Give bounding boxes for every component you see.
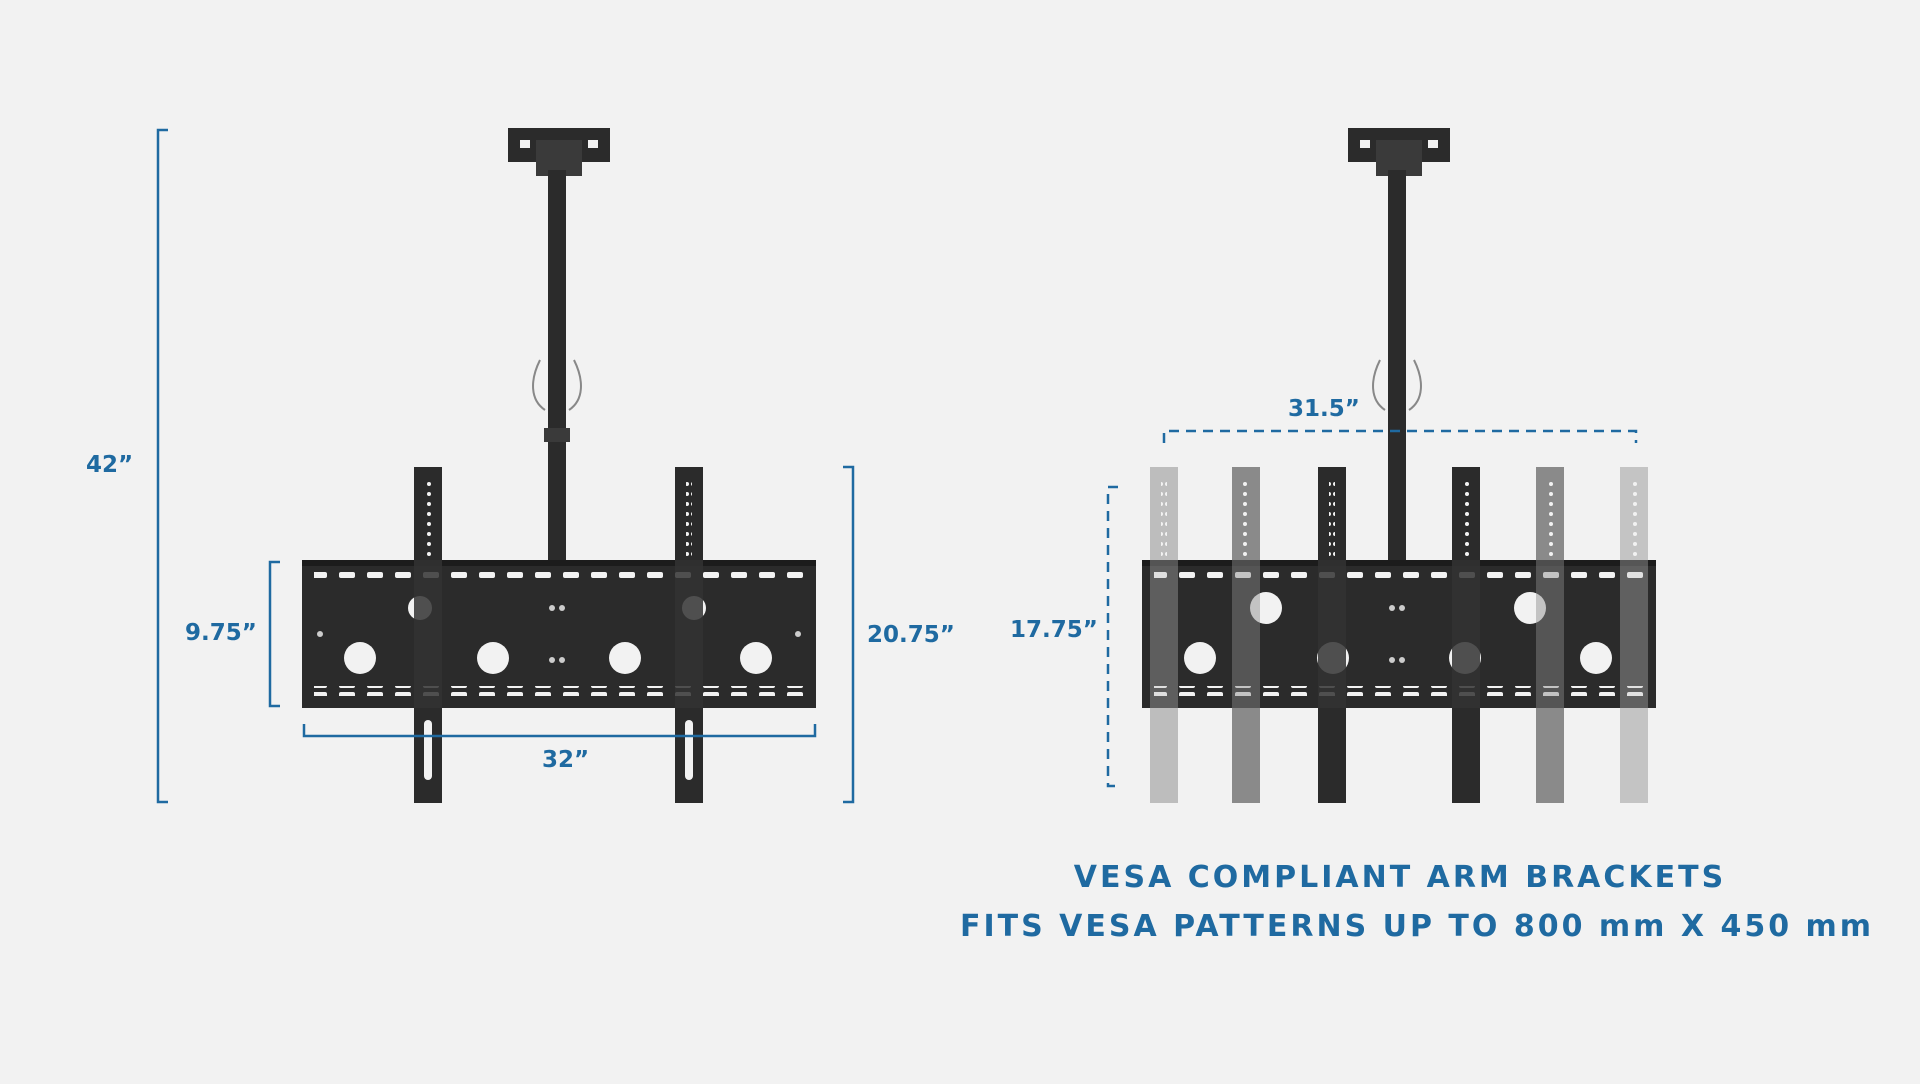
right-wall-plate (1142, 560, 1656, 708)
right-pole (1388, 170, 1406, 570)
plate-height-label: 9.75” (185, 620, 257, 646)
left-ceiling-bracket (508, 128, 610, 176)
plate-width-label: 32” (542, 747, 590, 773)
right-ceiling-bracket (1348, 128, 1450, 176)
left-dimension-lines (156, 128, 855, 804)
caption-line-2: FITS VESA PATTERNS UP TO 800 mm X 450 mm (960, 909, 1875, 944)
left-mount-illustration (302, 128, 816, 803)
left-wall-plate (302, 560, 816, 708)
max-vesa-height-label: 17.75” (1010, 617, 1098, 643)
caption-line-1: VESA COMPLIANT ARM BRACKETS (1073, 860, 1727, 895)
arm-length-label: 20.75” (867, 622, 955, 648)
right-dimension-lines (1106, 429, 1638, 788)
right-mount-illustration (1142, 128, 1656, 803)
total-height-label: 42” (86, 452, 134, 478)
max-vesa-width-label: 31.5” (1288, 396, 1360, 422)
left-pole (548, 170, 566, 570)
